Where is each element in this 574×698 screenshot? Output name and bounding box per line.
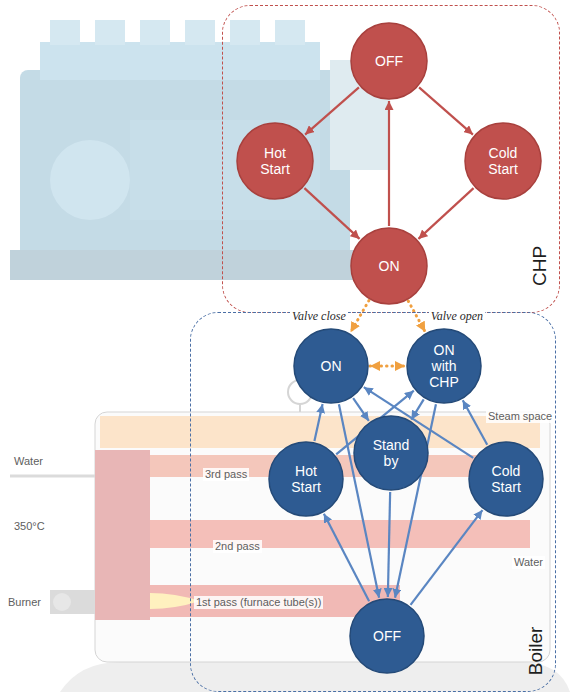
gauge-stem — [299, 404, 301, 412]
state-circle: OFF — [350, 22, 428, 100]
reversal-chamber — [95, 450, 150, 620]
state-label: OFF — [366, 53, 412, 69]
system-region: CHP OFF Hot Start Cold StartON — [222, 5, 560, 313]
water-pipe — [10, 475, 95, 478]
boiler-shell — [95, 412, 550, 662]
state-label: OFF — [364, 628, 410, 644]
part-name: 2nd pass — [213, 540, 262, 553]
transition-arrow — [418, 188, 473, 239]
circle-shape — [407, 329, 481, 403]
state-label: ON with CHP — [422, 342, 466, 390]
state-label: ON — [366, 258, 412, 274]
valve-label: Valve open — [429, 309, 485, 323]
transition-arrow — [408, 301, 425, 332]
second-pass — [110, 520, 530, 548]
transition-arrow — [314, 404, 322, 441]
engine-base — [10, 250, 370, 280]
part-name: Water — [512, 556, 545, 569]
burner-body — [50, 590, 95, 614]
circle-shape — [351, 228, 427, 304]
engine-head — [40, 42, 320, 80]
transition-arrow — [304, 188, 359, 239]
transition-arrow — [388, 492, 390, 597]
state-label: Stand by — [368, 437, 414, 469]
state-label: ON — [308, 358, 354, 374]
part-name: Steam space — [486, 410, 554, 423]
engine-picture — [10, 20, 390, 280]
part-name: 350°C — [12, 520, 47, 533]
boiler-base — [60, 662, 570, 692]
transition-arrow — [351, 301, 369, 333]
engine-body — [20, 70, 350, 270]
state-circle: Stand by — [353, 415, 429, 491]
engine-cylinder — [185, 20, 215, 45]
transition-arrow — [463, 400, 487, 445]
engine-cylinder — [50, 20, 80, 45]
state-label: Hot Start — [283, 463, 329, 495]
state-circle: Hot Start — [236, 122, 314, 200]
valve-label: Valve close — [290, 309, 348, 323]
region-title: CHP — [529, 246, 551, 286]
part-name: 1st pass (furnace tube(s)) — [194, 596, 323, 609]
state-label: Cold Start — [483, 463, 529, 495]
circle-shape — [354, 416, 428, 490]
state-circle: OFF — [349, 598, 425, 674]
transition-arrow — [370, 365, 405, 368]
circle-shape — [469, 442, 543, 516]
engine-flywheel — [50, 140, 130, 220]
state-circle: Cold Start — [468, 441, 544, 517]
part-name: Burner — [6, 596, 43, 609]
transition-arrow — [353, 398, 369, 421]
state-circle: Hot Start — [268, 441, 344, 517]
circle-shape — [351, 23, 427, 99]
circle-shape — [269, 442, 343, 516]
circle-shape — [350, 599, 424, 673]
transition-arrow — [305, 87, 359, 134]
engine-cylinder — [275, 20, 305, 45]
boiler-picture — [10, 380, 570, 692]
circle-shape — [237, 123, 313, 199]
engine-cylinder — [95, 20, 125, 45]
circle-shape — [465, 123, 541, 199]
state-circle: ON — [350, 227, 428, 305]
state-label: Cold Start — [480, 145, 526, 177]
transition-arrow — [411, 510, 483, 605]
part-name: Water — [12, 455, 45, 468]
region-title: Boiler — [525, 627, 547, 676]
state-label: Hot Start — [252, 145, 298, 177]
engine-cylinder — [230, 20, 260, 45]
burner-fan — [53, 593, 71, 611]
part-name: 3rd pass — [203, 468, 249, 481]
engine-block — [130, 120, 320, 220]
transition-arrow — [324, 514, 369, 602]
state-circle: ON — [293, 328, 369, 404]
transition-arrow — [419, 87, 473, 134]
transition-arrow — [388, 101, 390, 226]
engine-cylinder — [140, 20, 170, 45]
state-circle: ON with CHP — [406, 328, 482, 404]
system-region: Boiler ON ON with CHP Hot Start Stand by Cold… — [190, 312, 556, 692]
circle-shape — [294, 329, 368, 403]
state-circle: Cold Start — [464, 122, 542, 200]
transition-arrow — [411, 399, 423, 419]
